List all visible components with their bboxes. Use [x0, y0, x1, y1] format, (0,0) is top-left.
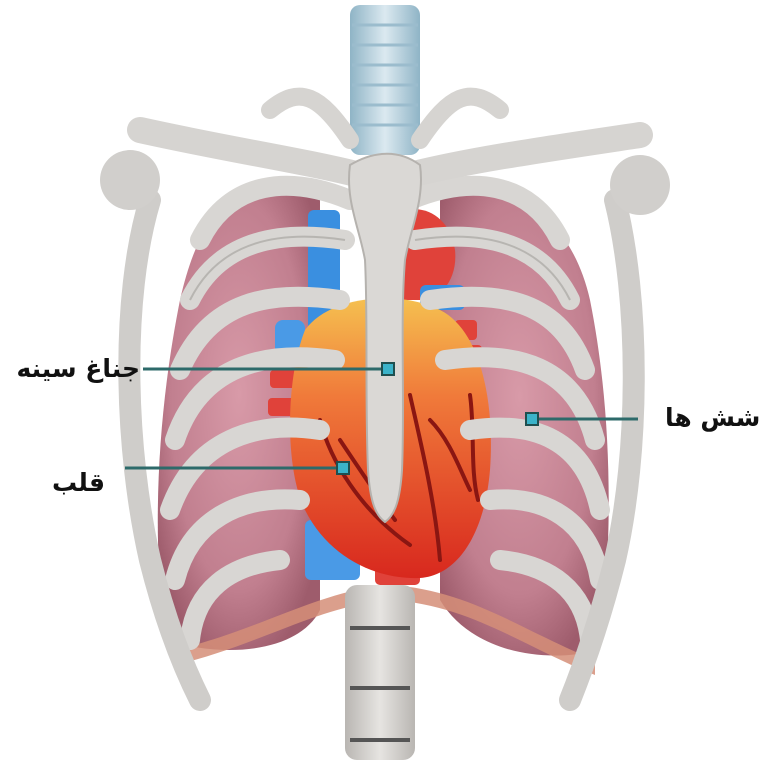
sternum-marker: [382, 363, 394, 375]
lumbar-spine: [345, 585, 415, 760]
lungs-marker: [526, 413, 538, 425]
heart-marker: [337, 462, 349, 474]
sternum-label: جناغ سینه: [16, 356, 140, 381]
lungs-label: شش ها: [665, 405, 760, 430]
cervical-spine: [350, 5, 420, 155]
heart-label: قلب: [52, 470, 105, 495]
